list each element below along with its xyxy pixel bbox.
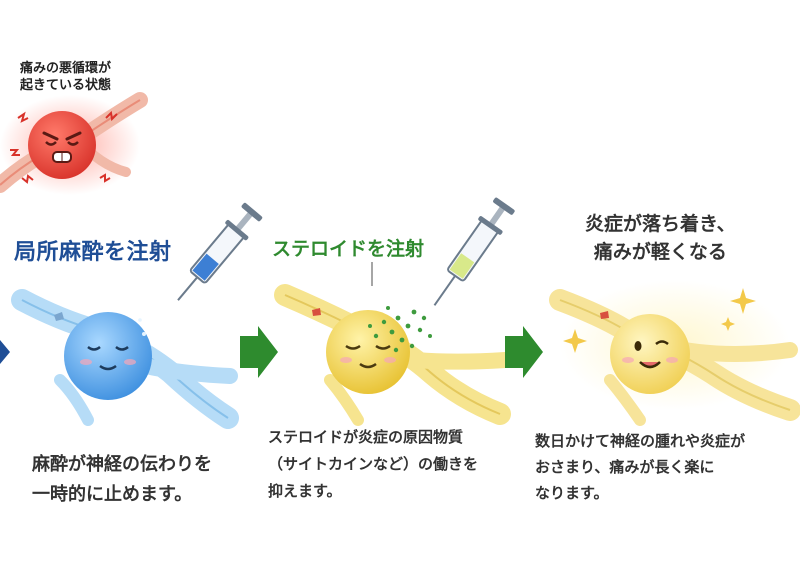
step-1-description-line: 一時的に止めます。 (32, 484, 193, 505)
step-3-description-line: 数日かけて神経の腫れや炎症が (535, 432, 746, 450)
syringe-icon (433, 197, 515, 306)
step-2-description: ステロイドが炎症の原因物質 （サイトカインなど）の働きを 抑えます。 (268, 424, 478, 505)
arrow-right-icon (505, 326, 543, 378)
step-2-title: ステロイドを注射 (272, 238, 425, 260)
step-1-title: 局所麻酔を注射 (14, 240, 172, 265)
anesthesia-nerve-illustration (11, 289, 239, 429)
step-3-title-line: 炎症が落ち着き、 (585, 213, 736, 235)
step-2-description-line: （サイトカインなど）の働きを (268, 455, 479, 473)
sparkle-icon (563, 288, 756, 353)
step-3-description-line: おさまり、痛みが長く楽に (535, 458, 715, 476)
angry-nerve-icon (0, 92, 148, 195)
step-2-description-line: 抑えます。 (268, 482, 342, 500)
arrow-right-icon (240, 326, 278, 378)
intro-caption-line: 痛みの悪循環が (20, 61, 112, 76)
step-3-description: 数日かけて神経の腫れや炎症が おさまり、痛みが長く楽に なります。 (535, 428, 745, 506)
step-1-description: 麻酔が神経の伝わりを 一時的に止めます。 (32, 450, 212, 510)
step-3-title-line: 痛みが軽くなる (593, 241, 727, 263)
steroid-nerve-illustration (274, 284, 513, 426)
intro-caption: 痛みの悪循環が 起きている状態 (20, 60, 111, 94)
step-1-description-line: 麻酔が神経の伝わりを (32, 454, 212, 475)
step-2-description-line: ステロイドが炎症の原因物質 (268, 428, 464, 446)
step-3-title: 炎症が落ち着き、 痛みが軽くなる (585, 210, 736, 266)
arrow-right-icon (0, 340, 10, 364)
syringe-icon (177, 202, 263, 301)
intro-caption-line: 起きている状態 (20, 78, 112, 93)
step-3-description-line: なります。 (535, 484, 609, 502)
